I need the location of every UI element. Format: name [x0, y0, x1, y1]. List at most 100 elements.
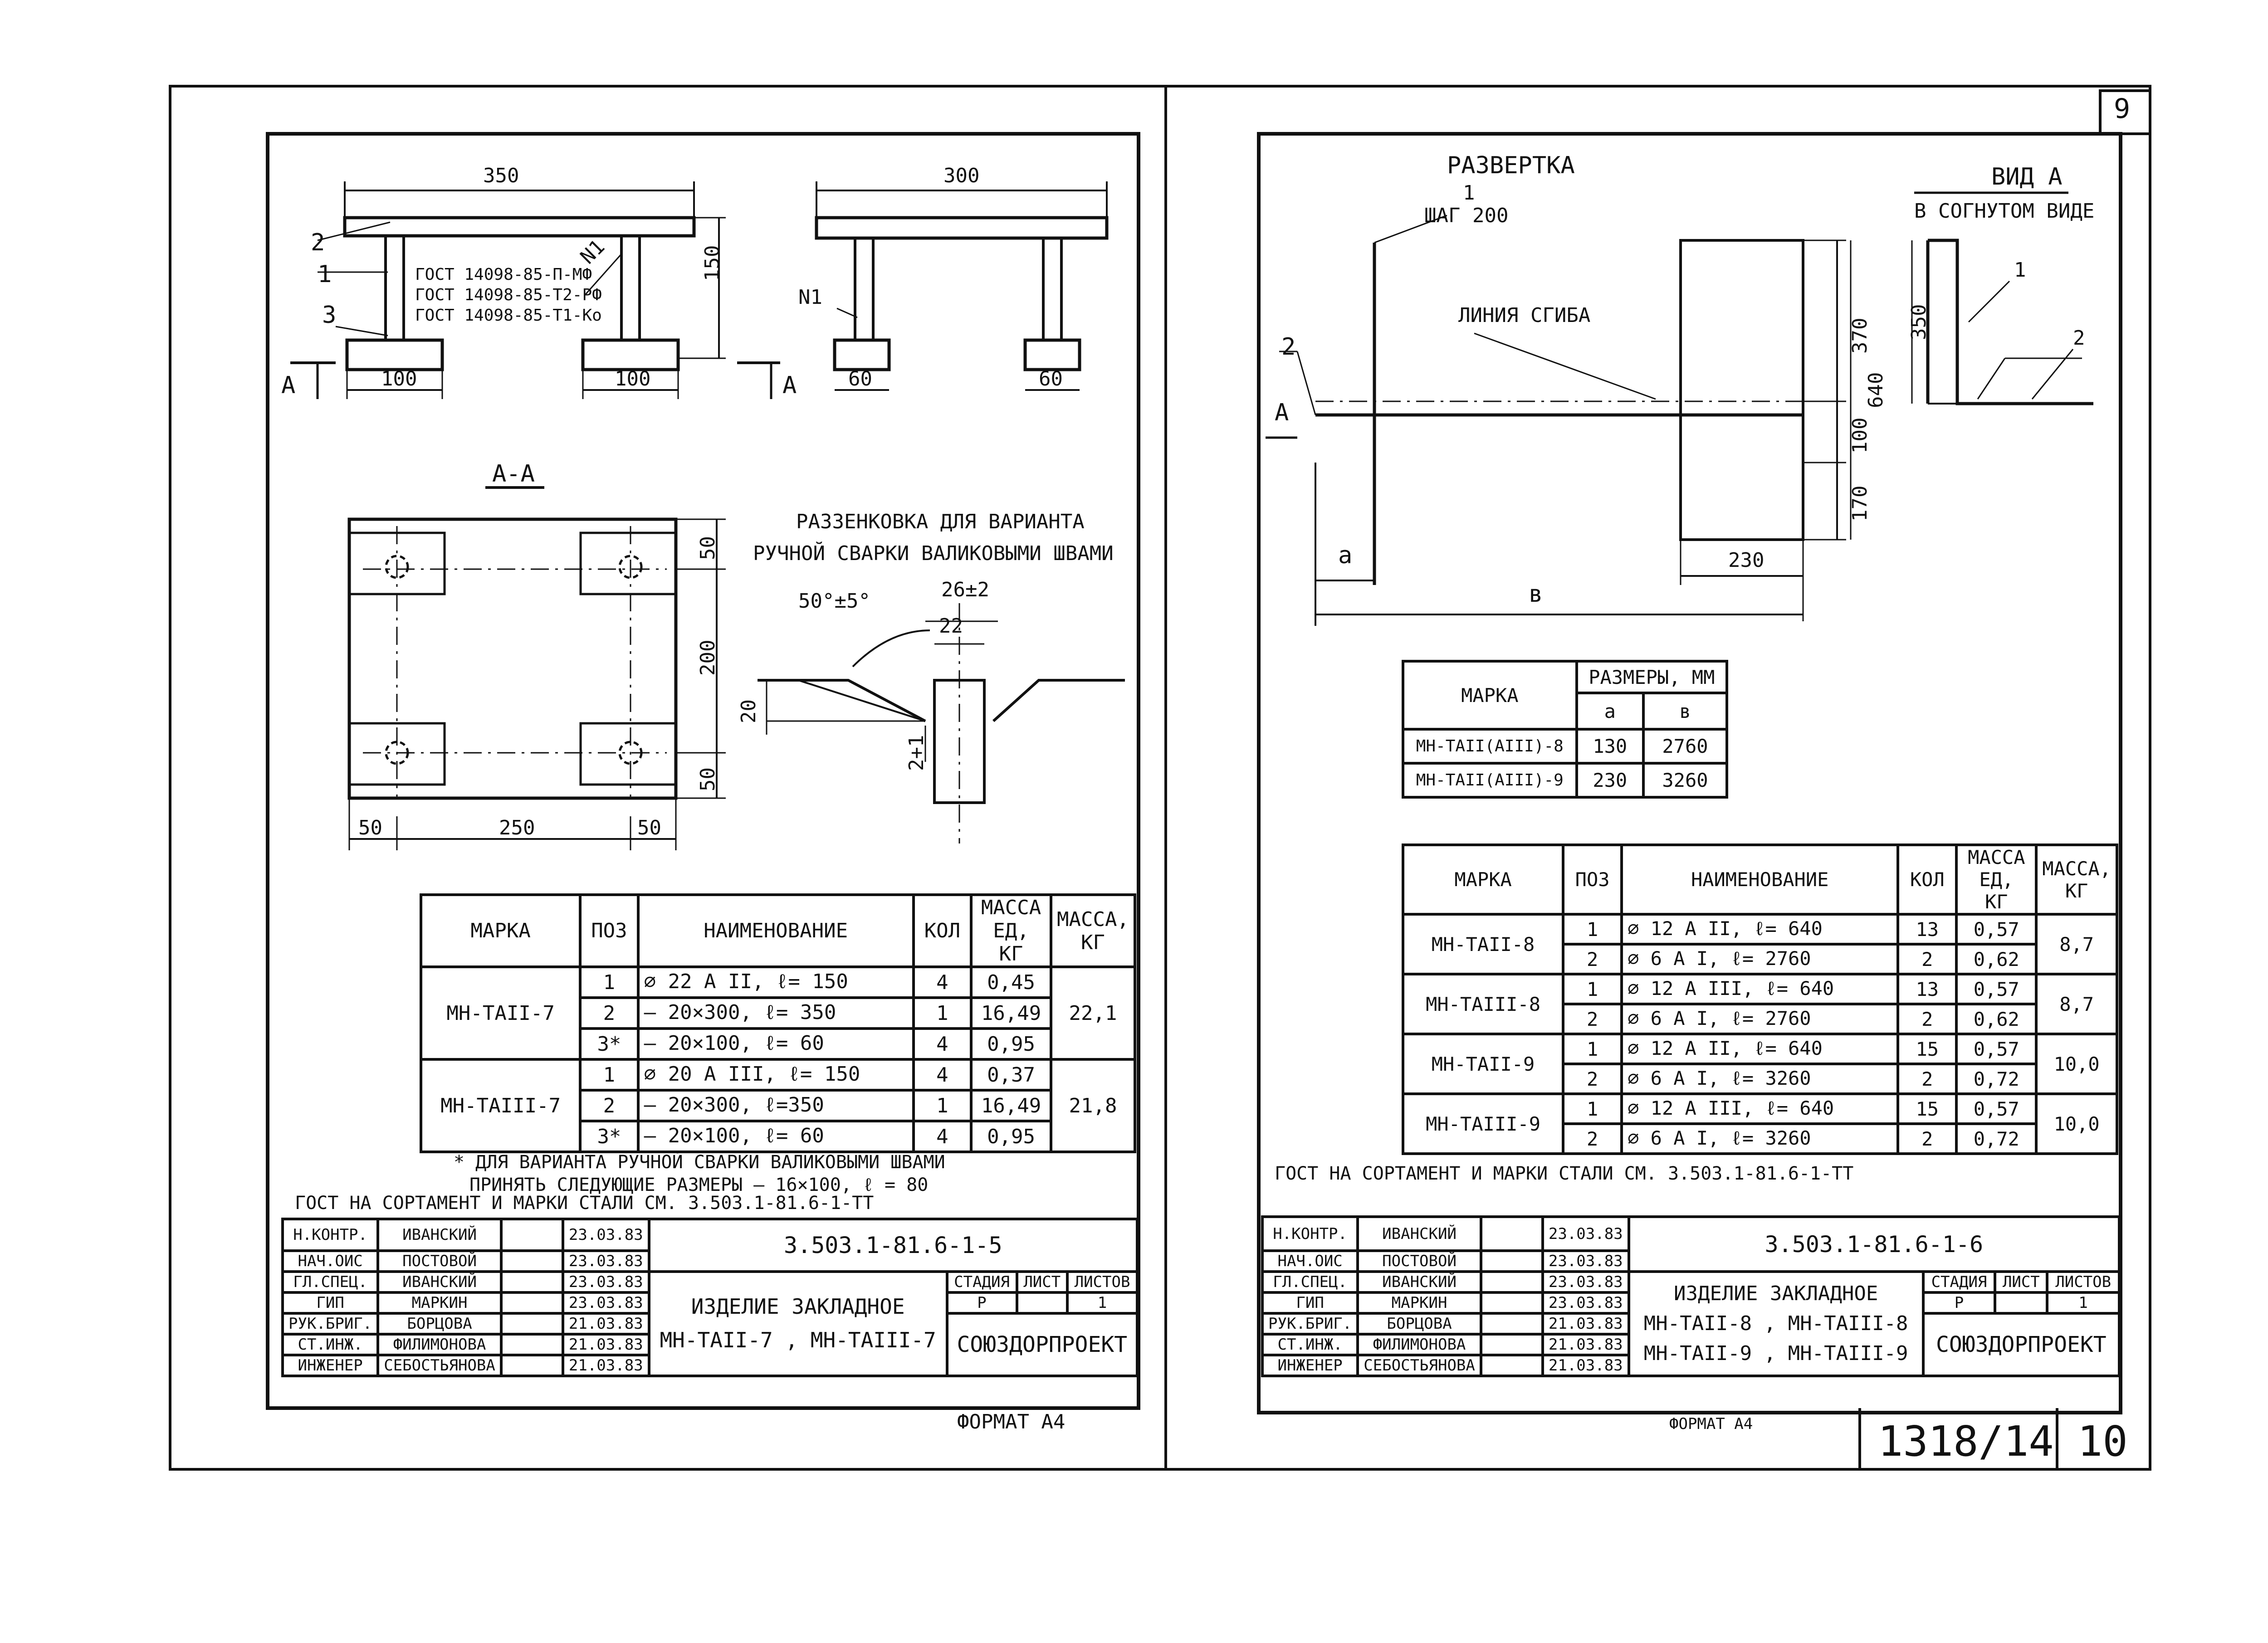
cell-mass-unit: 0,95 [970, 1027, 1053, 1061]
cell-pos: 1 [579, 965, 640, 999]
stamp-signature [1479, 1249, 1544, 1273]
razv-bend-line: ЛИНИЯ СГИБА [1458, 304, 1591, 327]
cell-name: ⌀ 12 А II, ℓ= 640 [1620, 913, 1900, 946]
stamp-date: 23.03.83 [1541, 1215, 1630, 1252]
cell-qty: 1 [912, 1089, 973, 1122]
stamp-date: 21.03.83 [1541, 1333, 1630, 1356]
stamp-stage: Р [945, 1291, 1018, 1315]
dim-a: а [1338, 542, 1353, 569]
view-a-dim-350: 350 [1907, 304, 1931, 340]
stamp-role: ГИП [281, 1291, 380, 1315]
group-mark: МН-ТАII-9 [1401, 1033, 1565, 1095]
right-spec-table: МАРКА ПОЗ НАИМЕНОВАНИЕ КОЛ МАССА ЕД, КГ … [1401, 843, 2118, 1155]
cell-mass-unit: 0,62 [1955, 943, 2038, 975]
th-mass-unit: МАССА ЕД, КГ [1955, 843, 2038, 916]
stamp-role: ГЛ.СПЕЦ. [1261, 1270, 1359, 1294]
group-mass: 10,0 [2035, 1092, 2118, 1155]
stamp-stage-label: СТАДИЯ [945, 1270, 1018, 1294]
stamp-role: НАЧ.ОИС [1261, 1249, 1359, 1273]
dim-side-pad-1: 60 [848, 367, 872, 390]
cell-mass-unit: 0,45 [970, 965, 1053, 999]
section-title: А-А [492, 460, 535, 488]
gost-weld-3: ГОСТ 14098-85-Т1-Ко [415, 306, 602, 325]
cell-name: ⌀ 22 А II, ℓ= 150 [636, 965, 915, 999]
stamp-name: МАРКИН [1356, 1291, 1482, 1315]
stamp-title-3: МН-ТАII-9 , МН-ТАIII-9 [1643, 1342, 1908, 1365]
cell-name: — 20×100, ℓ= 60 [636, 1120, 915, 1153]
stamp-signature [499, 1333, 564, 1356]
dim-170: 170 [1848, 485, 1872, 522]
stamp-signature [499, 1354, 564, 1377]
stamp-name: МАРКИН [376, 1291, 503, 1315]
dim-370: 370 [1848, 317, 1872, 354]
stamp-org: СОЮЗДОРПРОЕКТ [1921, 1312, 2121, 1377]
view-a-subtitle: В СОГНУТОМ ВИДЕ [1914, 200, 2095, 223]
cell-qty: 2 [1897, 1003, 1958, 1035]
stamp-org: СОЮЗДОРПРОЕКТ [945, 1312, 1139, 1377]
cell-pos: 2 [579, 1089, 640, 1122]
cell-name: ⌀ 20 А III, ℓ= 150 [636, 1058, 915, 1092]
razv-step: ШАГ 200 [1424, 204, 1509, 227]
stamp-role: Н.КОНТР. [281, 1218, 380, 1252]
stamp-title-1: ИЗДЕЛИЕ ЗАКЛАДНОЕ [1673, 1282, 1878, 1305]
cell-qty: 15 [1897, 1033, 1958, 1065]
right-drawing-frame [1257, 132, 2122, 1414]
detail-angle: 50°±5° [798, 590, 870, 613]
cell-pos: 2 [1562, 943, 1623, 975]
stamp-date: 23.03.83 [1541, 1270, 1630, 1294]
cut-mark-right: A [782, 372, 797, 399]
cell-qty: 4 [912, 1120, 973, 1153]
left-spec-table: МАРКА ПОЗ НАИМЕНОВАНИЕ КОЛ МАССА ЕД, КГ … [419, 893, 1136, 1153]
cell-pos: 1 [579, 1058, 640, 1092]
view-a-title: ВИД А [1991, 163, 2063, 190]
razv-arrow-a: А [1275, 399, 1289, 426]
stamp-signature [1479, 1270, 1544, 1294]
section-dim-w1: 50 [358, 816, 382, 839]
cell-name: ⌀ 12 А II, ℓ= 640 [1620, 1033, 1900, 1065]
cell-pos: 1 [1562, 913, 1623, 946]
callout-pos-2: 2 [311, 229, 325, 256]
dim-pad-left: 100 [381, 367, 417, 390]
th-pos: ПОЗ [1562, 843, 1623, 916]
size-row-mark: МН-ТАII(АIII)-9 [1402, 762, 1578, 799]
stamp-sheet-label: ЛИСТ [1015, 1270, 1069, 1294]
stamp-date: 23.03.83 [1541, 1291, 1630, 1315]
group-mass: 21,8 [1050, 1058, 1136, 1153]
dim-side-width: 300 [943, 164, 980, 187]
cell-name: — 20×300, ℓ= 350 [636, 996, 915, 1030]
th-mass-unit: МАССА ЕД, КГ [970, 893, 1053, 968]
stamp-signature [499, 1291, 564, 1315]
group-mass: 10,0 [2035, 1033, 2118, 1095]
group-mark: МН-ТАII-8 [1401, 913, 1565, 975]
dim-side-pad-2: 60 [1039, 367, 1063, 390]
stamp-role: РУК.БРИГ. [281, 1312, 380, 1336]
view-a-callout-2: 2 [2073, 327, 2085, 350]
cell-mass-unit: 0,62 [1955, 1003, 2038, 1035]
size-table: МАРКА РАЗМЕРЫ, ММ а в МН-ТАII(АIII)-8 13… [1402, 660, 1729, 799]
right-sheet-border [1164, 85, 2151, 1471]
stamp-signature [499, 1218, 564, 1252]
stamp-date: 21.03.83 [1541, 1354, 1630, 1377]
cell-qty: 4 [912, 965, 973, 999]
stamp-date: 21.03.83 [561, 1333, 650, 1356]
right-gost-note: ГОСТ НА СОРТАМЕНТ И МАРКИ СТАЛИ СМ. 3.50… [1275, 1163, 1854, 1184]
stamp-name: ИВАНСКИЙ [1356, 1270, 1482, 1294]
th-name: НАИМЕНОВАНИЕ [1620, 843, 1900, 916]
cell-name: — 20×300, ℓ=350 [636, 1089, 915, 1122]
stamp-role: НАЧ.ОИС [281, 1249, 380, 1273]
stamp-name: ПОСТОВОЙ [376, 1249, 503, 1273]
dim-100: 100 [1848, 417, 1872, 453]
stamp-role: РУК.БРИГ. [1261, 1312, 1359, 1336]
callout-pos-3: 3 [322, 302, 337, 329]
stamp-doc-code: 3.503.1-81.6-1-5 [647, 1218, 1139, 1273]
cell-pos: 3* [579, 1120, 640, 1153]
size-th-mark: МАРКА [1402, 660, 1578, 731]
cell-mass-unit: 0,57 [1955, 913, 2038, 946]
stamp-sheet-label: ЛИСТ [1994, 1270, 2049, 1294]
stamp-signature [1479, 1291, 1544, 1315]
stamp-date: 23.03.83 [561, 1218, 650, 1252]
stamp-date: 23.03.83 [561, 1270, 650, 1294]
stamp-date: 23.03.83 [1541, 1249, 1630, 1273]
cut-mark-left: A [281, 372, 296, 399]
stamp-sheet [1994, 1291, 2049, 1315]
